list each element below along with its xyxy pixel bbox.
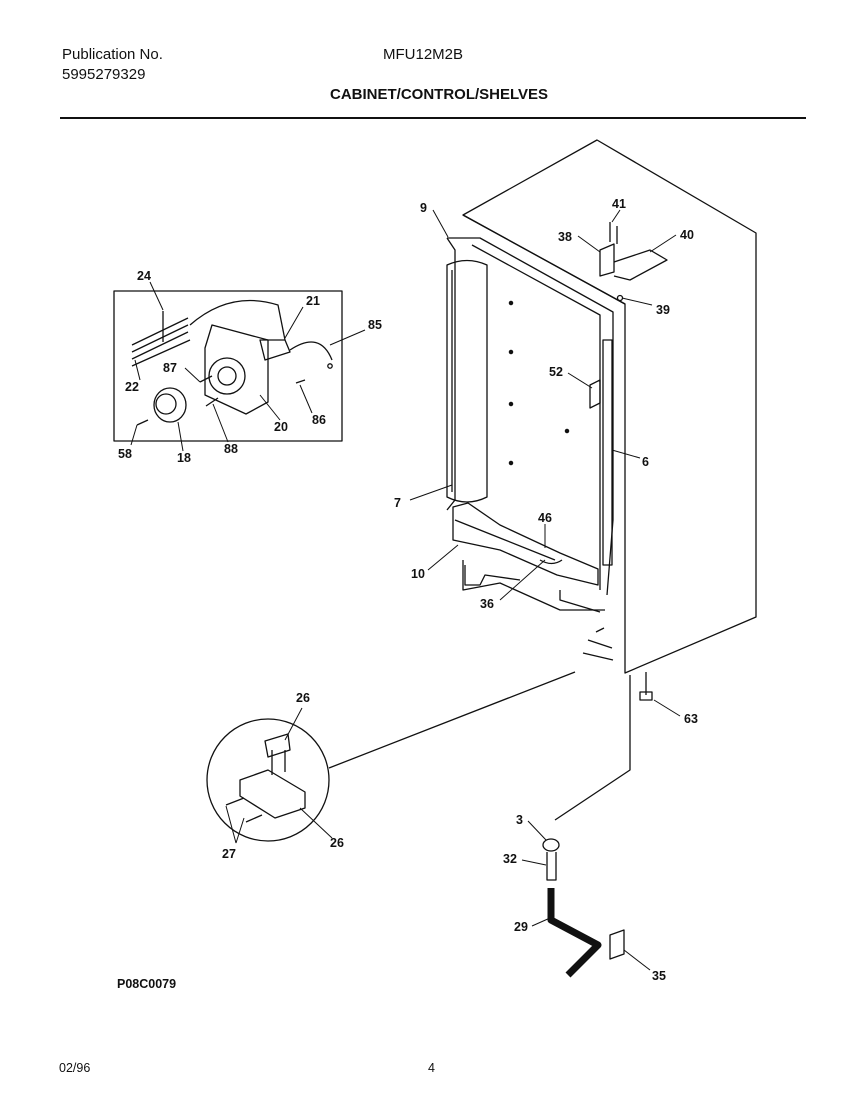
mounting-hole [508, 401, 514, 407]
part-callouts: 9 41 38 40 39 24 21 85 22 87 20 86 58 18… [118, 197, 698, 983]
callout-22: 22 [125, 380, 139, 394]
hinge-pin-posts [271, 750, 286, 775]
callout-26-top: 26 [296, 691, 310, 705]
bottom-trim [452, 502, 599, 586]
cabinet-drawing [446, 139, 757, 701]
bottom-shroud-left [464, 565, 521, 586]
callout-85: 85 [368, 318, 382, 332]
control-inset-frame [113, 290, 343, 442]
callout-7: 7 [394, 496, 401, 510]
callout-87: 87 [163, 361, 177, 375]
callout-36: 36 [480, 597, 494, 611]
callout-21: 21 [306, 294, 320, 308]
thermostat-connector [259, 339, 291, 361]
callout-35: 35 [652, 969, 666, 983]
cabinet-bottom-liner [462, 560, 605, 611]
publication-label: Publication No. [62, 46, 163, 63]
drain-cap [542, 838, 560, 852]
callout-32: 32 [503, 852, 517, 866]
cabinet-liner-outline [447, 237, 614, 596]
callout-63: 63 [684, 712, 698, 726]
callout-20: 20 [274, 420, 288, 434]
bottom-hinge-plate [239, 769, 306, 819]
bottom-trim-notch [539, 559, 563, 565]
leader-lines [130, 209, 681, 971]
callout-26-bottom: 26 [330, 836, 344, 850]
page-number: 4 [428, 1061, 435, 1075]
publication-number: 5995279329 [62, 66, 146, 83]
hinge-screws-detail [225, 797, 263, 823]
cabinet-body [462, 139, 757, 674]
hinge-bushing [264, 733, 291, 758]
callout-18: 18 [177, 451, 191, 465]
bottom-trim-ridge [454, 519, 556, 561]
hinge-detail-inset [206, 671, 576, 842]
section-title: CABINET/CONTROL/SHELVES [330, 86, 549, 103]
detail-leader [328, 671, 576, 769]
screws [136, 375, 306, 426]
callout-40: 40 [680, 228, 694, 242]
model-number: MFU12M2B [383, 46, 464, 63]
callout-6: 6 [642, 455, 649, 469]
cabinet-liner-inner [471, 244, 601, 590]
drain-channel [602, 339, 613, 566]
control-bracket [589, 379, 601, 409]
drain-hose [547, 888, 602, 978]
drawing-code: P08C0079 [117, 977, 177, 991]
drain-leader [554, 675, 631, 821]
capillary-tube [189, 299, 286, 341]
bottom-shroud-right [559, 590, 601, 613]
callout-88: 88 [224, 442, 238, 456]
callout-27: 27 [222, 847, 236, 861]
sensing-tube [131, 317, 191, 367]
drain-assembly [542, 675, 631, 978]
bottom-hinge-parts [582, 627, 614, 661]
callout-10: 10 [411, 567, 425, 581]
thermostat-opening [208, 357, 246, 395]
cabinet-left-edge [446, 237, 456, 511]
mounting-hole [564, 428, 570, 434]
callout-52: 52 [549, 365, 563, 379]
top-hinge-plate [613, 249, 668, 281]
callout-86: 86 [312, 413, 326, 427]
mounting-hole [508, 460, 514, 466]
callout-29: 29 [514, 920, 528, 934]
leveling-leg [639, 672, 653, 701]
callout-24: 24 [137, 269, 151, 283]
door-gasket-strip [446, 259, 488, 503]
header-divider [60, 117, 806, 119]
top-hinge-bracket [599, 243, 615, 277]
thermostat-shaft [217, 366, 237, 386]
hinge-pin [616, 294, 624, 302]
callout-58: 58 [118, 447, 132, 461]
callout-46: 46 [538, 511, 552, 525]
callout-38: 38 [558, 230, 572, 244]
drain-adapter [546, 852, 557, 881]
callout-3: 3 [516, 813, 523, 827]
footer-date: 02/96 [59, 1061, 91, 1075]
hose-clip [609, 929, 625, 960]
control-knob [153, 387, 187, 423]
mounting-hole [508, 300, 514, 306]
hinge-screws [609, 222, 618, 244]
lead-wire [289, 341, 333, 361]
control-inset [113, 290, 343, 442]
wire-terminal [327, 363, 333, 369]
mounting-hole [508, 349, 514, 355]
callout-41: 41 [612, 197, 626, 211]
cabinet-top-edge [462, 214, 626, 305]
detail-circle [206, 718, 330, 842]
callout-9: 9 [420, 201, 427, 215]
callout-39: 39 [656, 303, 670, 317]
control-knob-face [155, 393, 177, 415]
